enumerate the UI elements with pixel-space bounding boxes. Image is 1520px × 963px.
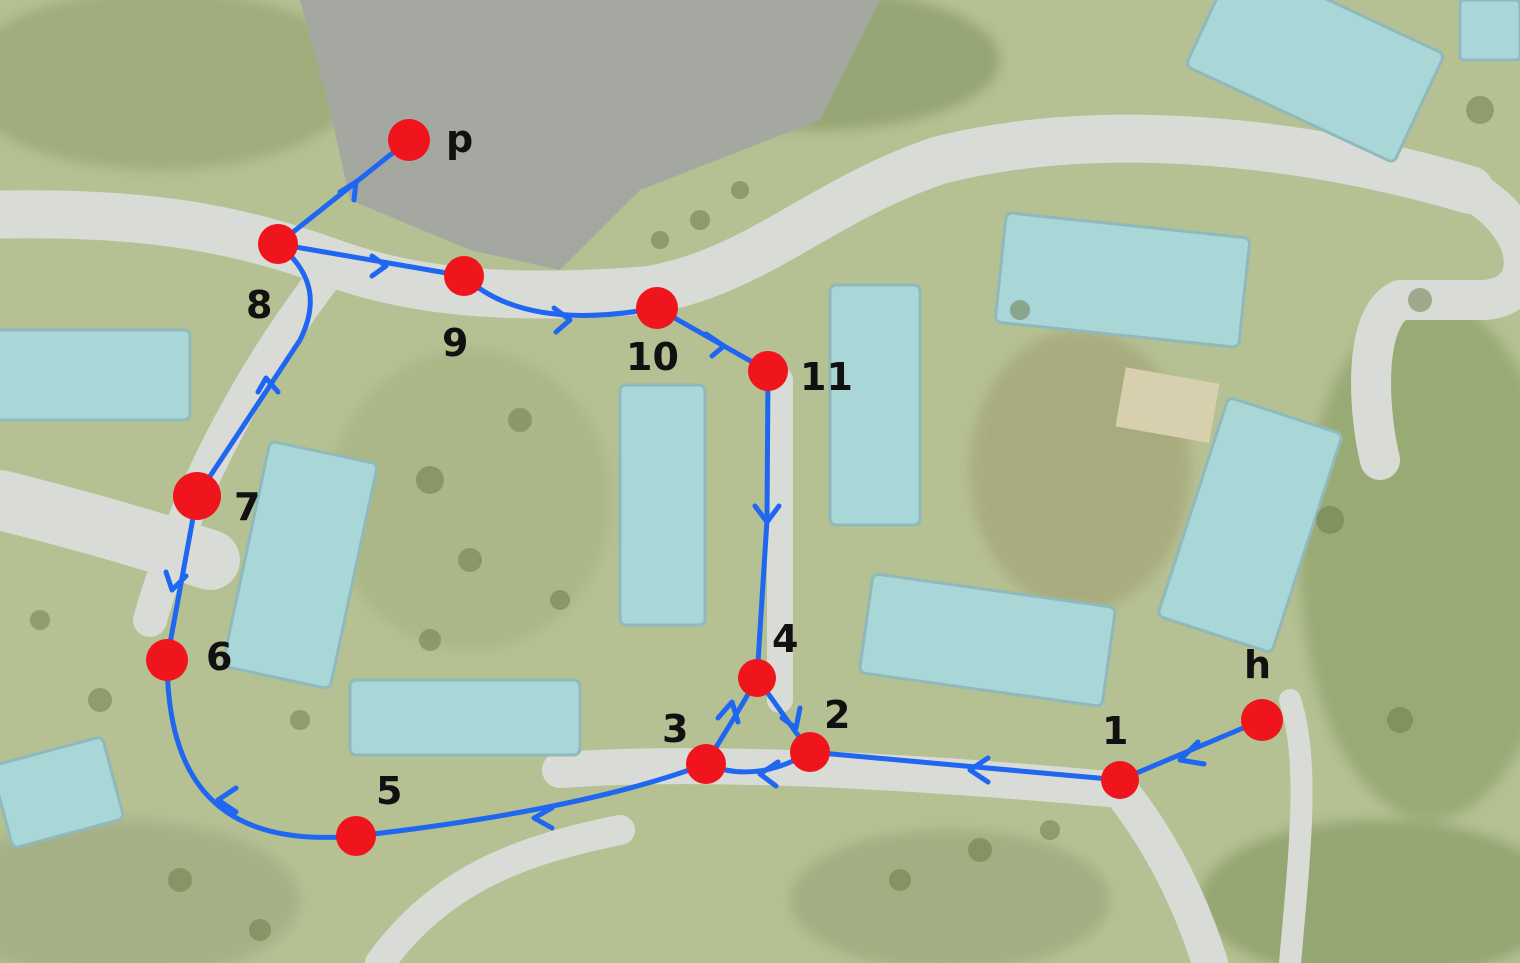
building <box>1458 0 1520 62</box>
waypoint-h-marker[interactable] <box>1241 699 1283 741</box>
building <box>828 283 922 527</box>
buildings <box>0 0 1520 849</box>
arrow-icon <box>1177 739 1207 767</box>
waypoint-9-marker[interactable] <box>444 256 484 296</box>
waypoints[interactable] <box>146 119 1283 856</box>
building <box>618 383 707 627</box>
building <box>1157 397 1343 653</box>
waypoint-8-marker[interactable] <box>258 224 298 264</box>
parking-lot <box>300 0 880 270</box>
waypoint-2-label: 2 <box>824 693 850 737</box>
arrow-icon <box>369 253 389 279</box>
waypoint-7-marker[interactable] <box>173 472 221 520</box>
waypoint-11-label: 11 <box>800 355 853 399</box>
arrow-icon <box>337 179 359 203</box>
building <box>0 736 125 849</box>
waypoint-7-label: 7 <box>234 485 260 529</box>
arrow-icon <box>752 503 782 525</box>
waypoint-2-marker[interactable] <box>790 732 830 772</box>
building <box>0 328 192 422</box>
arrow-icon <box>531 805 555 831</box>
sand-court <box>1115 367 1220 443</box>
waypoint-p-label: p <box>446 117 473 161</box>
building <box>221 440 379 690</box>
waypoint-4-marker[interactable] <box>738 659 776 697</box>
direction-arrows <box>163 179 1207 831</box>
waypoint-6-label: 6 <box>206 635 232 679</box>
arrow-icon <box>215 785 239 815</box>
waypoint-labels: h 1 2 3 4 5 6 7 8 9 10 11 p <box>206 117 1271 813</box>
arrow-icon <box>779 705 803 731</box>
building <box>1185 0 1445 163</box>
building <box>348 678 582 757</box>
waypoint-10-label: 10 <box>626 335 679 379</box>
arrow-icon <box>715 699 741 725</box>
waypoint-4-label: 4 <box>772 617 798 661</box>
waypoint-6-marker[interactable] <box>146 639 188 681</box>
route-segment-8-9 <box>275 241 467 279</box>
waypoint-p-marker[interactable] <box>388 119 430 161</box>
arrow-icon <box>703 331 727 359</box>
waypoint-h-label: h <box>1244 643 1271 687</box>
arrow-icon <box>163 569 189 593</box>
waypoint-3-label: 3 <box>662 707 688 751</box>
arrow-icon <box>255 375 281 395</box>
building <box>858 572 1117 708</box>
waypoint-10-marker[interactable] <box>636 287 678 329</box>
route-segment-5-6 <box>164 657 359 840</box>
route-segment-3-5 <box>353 761 709 839</box>
waypoint-5-label: 5 <box>376 769 402 813</box>
waypoint-9-label: 9 <box>442 321 468 365</box>
waypoint-11-marker[interactable] <box>748 351 788 391</box>
arrow-icon <box>967 755 991 785</box>
arrow-icon <box>757 759 781 789</box>
building <box>994 211 1251 349</box>
trees <box>30 96 1494 941</box>
waypoint-5-marker[interactable] <box>336 816 376 856</box>
waypoint-8-label: 8 <box>246 283 272 327</box>
route-segment-1-2 <box>807 749 1123 783</box>
waypoint-1-marker[interactable] <box>1101 761 1139 799</box>
waypoint-3-marker[interactable] <box>686 744 726 784</box>
arrow-icon <box>551 305 573 335</box>
waypoint-1-label: 1 <box>1102 709 1128 753</box>
